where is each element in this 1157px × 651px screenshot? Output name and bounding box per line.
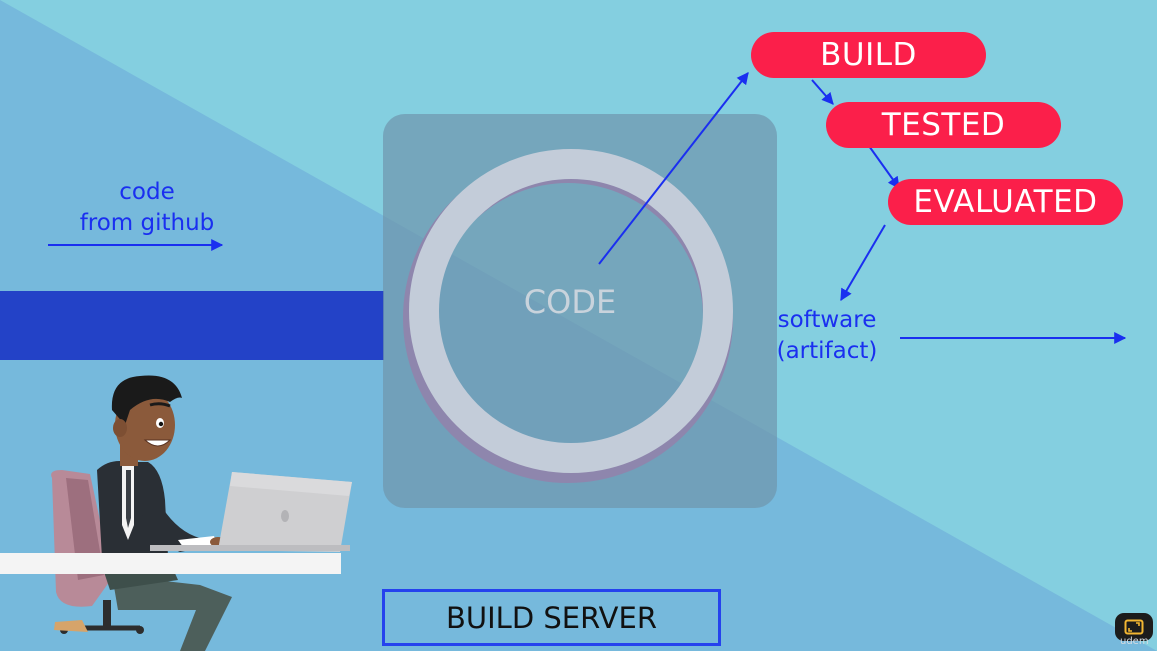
input-label: code from github [62, 177, 232, 239]
input-pipe [0, 291, 384, 360]
stage-tested: TESTED [826, 102, 1061, 148]
expand-icon [1124, 619, 1144, 635]
code-to-build-arrow [598, 72, 749, 265]
stage-evaluated-label: EVALUATED [913, 184, 1098, 220]
output-label-line-2: (artifact) [776, 338, 878, 364]
watermark: udem [1120, 636, 1149, 647]
developer-illustration [51, 375, 232, 651]
code-center-label: CODE [523, 283, 617, 321]
input-label-line-1: code [119, 179, 175, 205]
tested-to-evaluated-arrow [868, 145, 900, 189]
build-server-label: BUILD SERVER [446, 600, 657, 635]
evaluated-to-software-arrow [840, 224, 886, 302]
stage-evaluated: EVALUATED [888, 179, 1123, 225]
expand-button[interactable] [1115, 613, 1153, 641]
laptop-illustration [150, 472, 352, 552]
build-server-label-box: BUILD SERVER [382, 589, 721, 646]
stage-tested-label: TESTED [881, 107, 1006, 143]
build-to-tested-arrow [811, 79, 834, 105]
output-label-line-1: software [777, 307, 877, 333]
desk [0, 553, 341, 574]
output-label: software (artifact) [762, 305, 892, 367]
stage-build: BUILD [751, 32, 986, 78]
code-ring [409, 149, 733, 473]
input-label-line-2: from github [79, 210, 215, 236]
stage-build-label: BUILD [820, 37, 917, 73]
